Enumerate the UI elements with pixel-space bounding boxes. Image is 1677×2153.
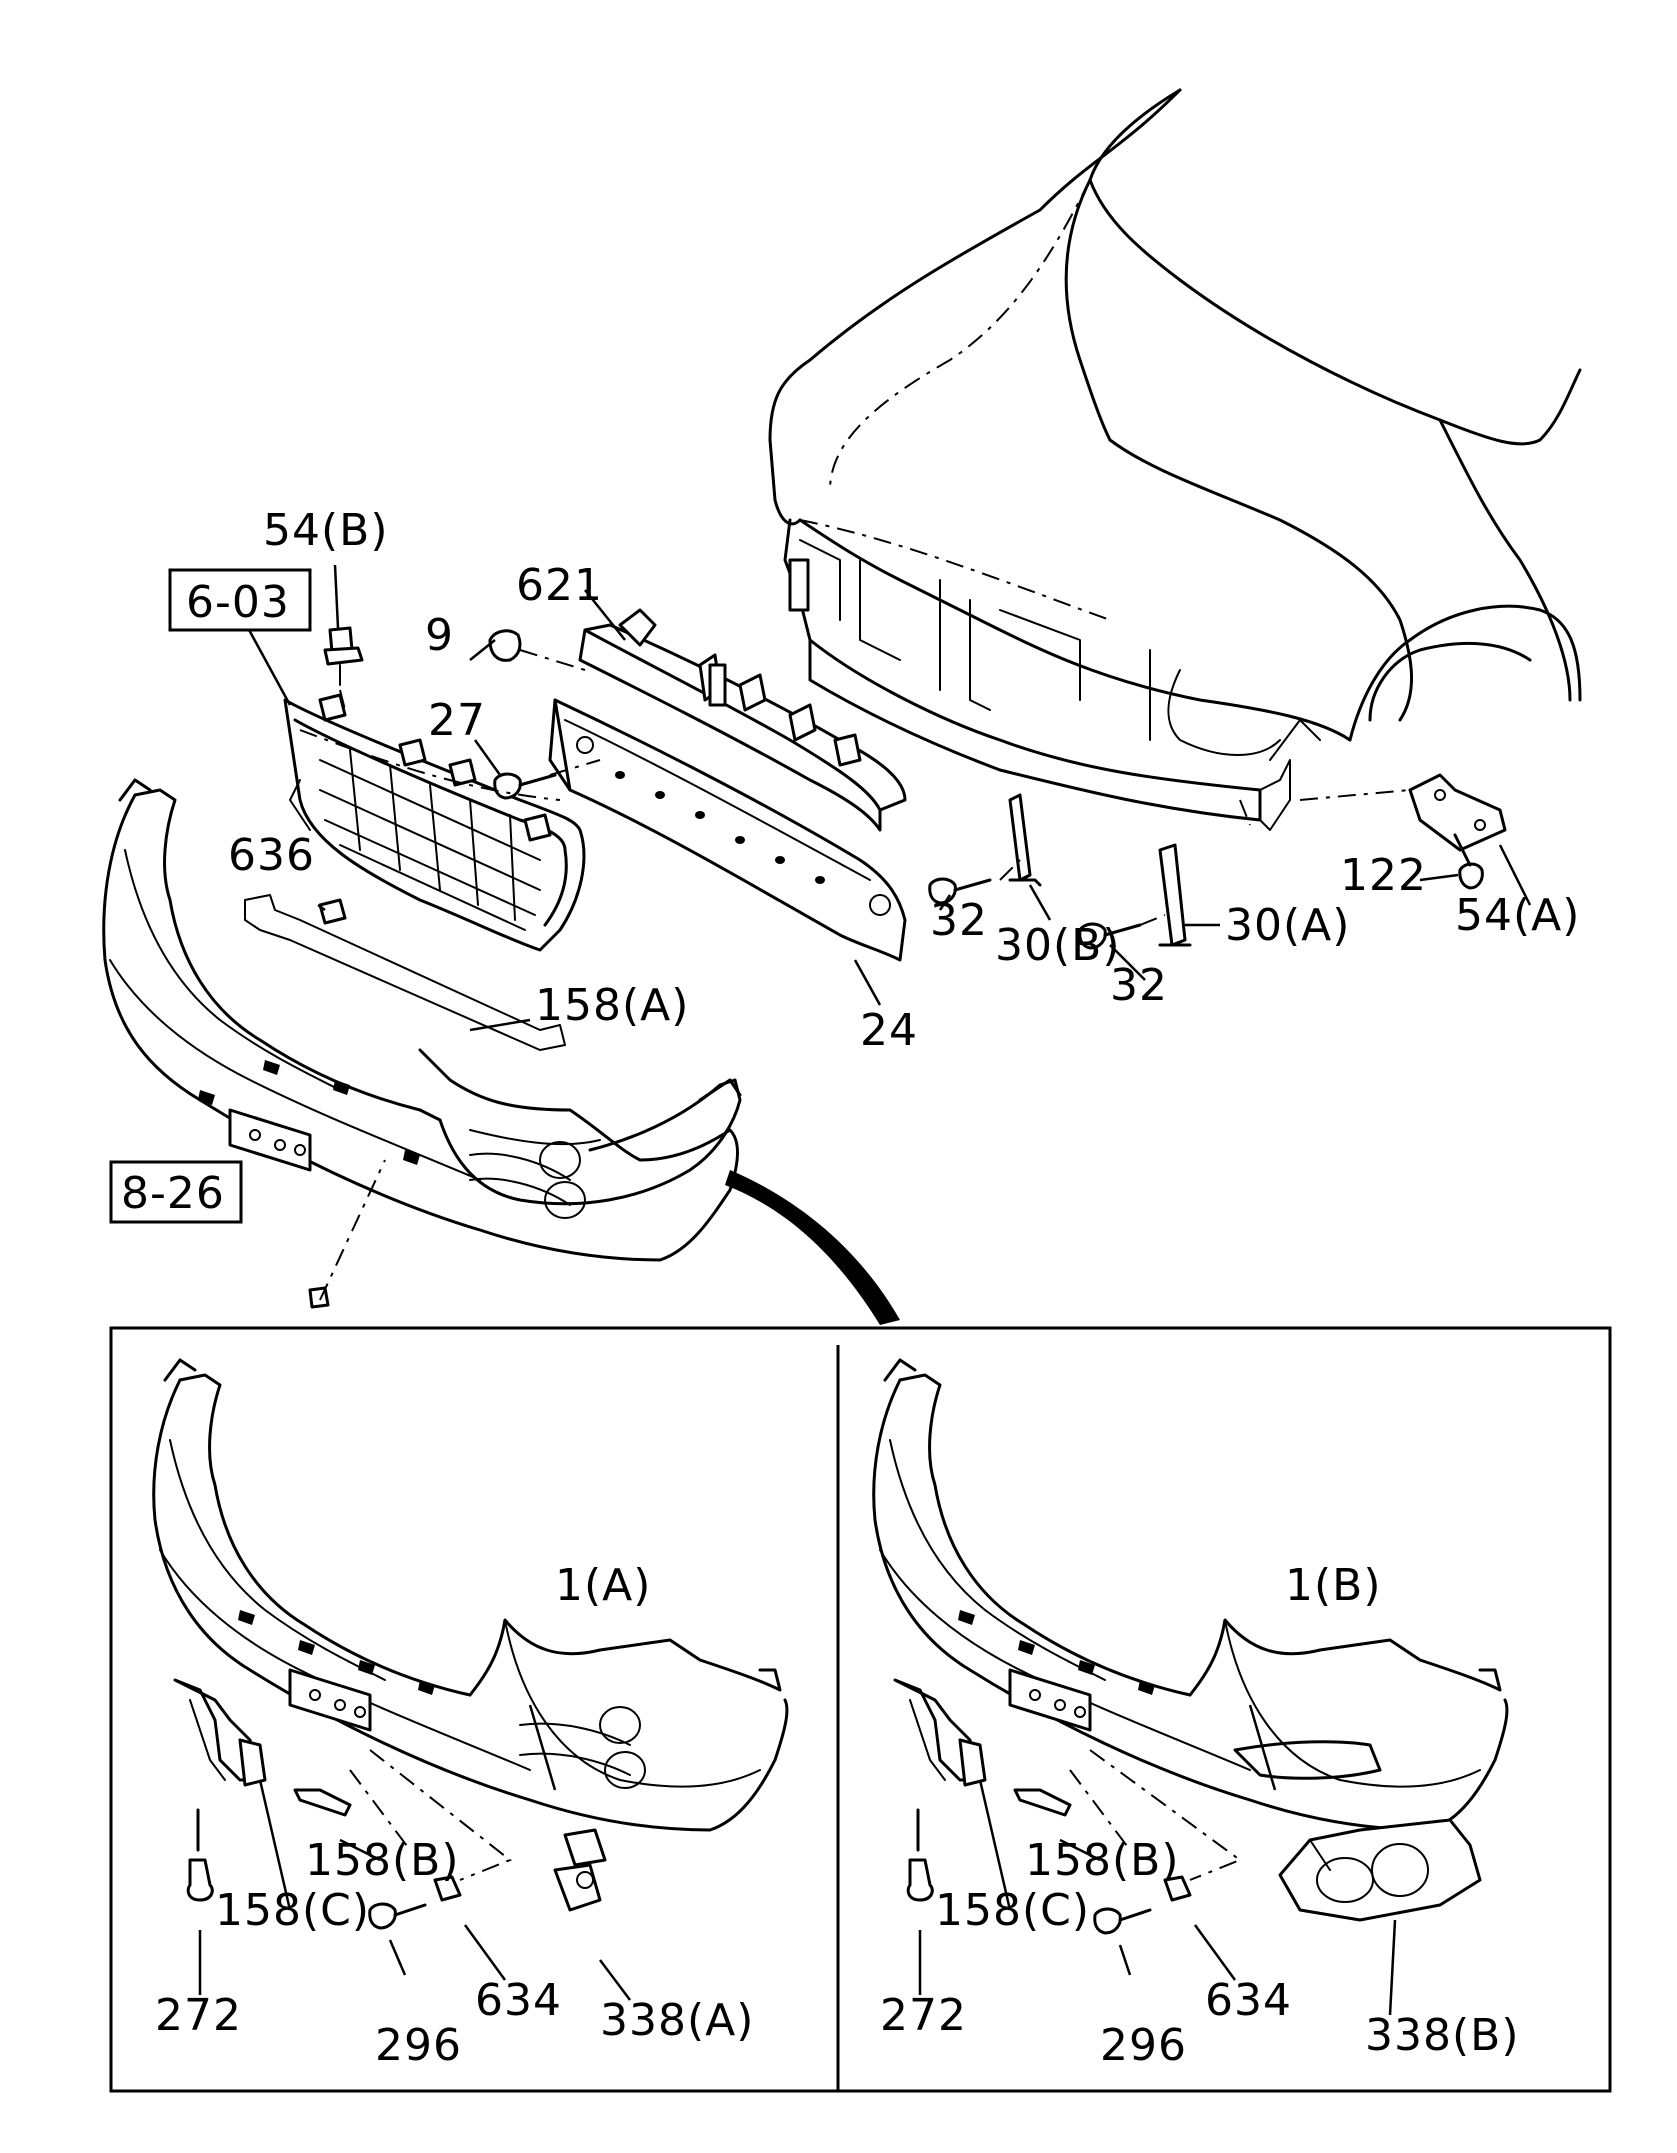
label-32-right: 32: [1110, 960, 1168, 1011]
label-296-right: 296: [1100, 2020, 1187, 2071]
callout-labels: 54(B) 6-03 621 9 27 636 158(A) 24 32 30(…: [121, 505, 1580, 2071]
leader-lines-upper: [246, 564, 1532, 1032]
label-158c-left: 158(C): [215, 1885, 370, 1936]
label-1b: 1(B): [1285, 1560, 1382, 1611]
left-panel-brackets: [173, 1678, 607, 1930]
label-9: 9: [425, 610, 454, 661]
label-122: 122: [1340, 850, 1427, 901]
label-158b-right: 158(B): [1025, 1835, 1180, 1886]
detail-arrow: [725, 1170, 900, 1325]
label-30b: 30(B): [995, 920, 1121, 971]
bumper-absorber: [578, 608, 907, 832]
vehicle-front-body: [768, 88, 1582, 831]
label-272-left: 272: [155, 1990, 242, 2041]
connector-lines-upper: [299, 649, 1411, 1301]
label-272-right: 272: [880, 1990, 967, 2041]
label-636: 636: [228, 830, 315, 881]
label-338b: 338(B): [1365, 2010, 1520, 2061]
ref-box-6-03: [168, 568, 312, 632]
label-158b-left: 158(B): [305, 1835, 460, 1886]
label-30a: 30(A): [1225, 900, 1350, 951]
bracket-158a: [244, 894, 566, 1051]
label-24: 24: [860, 1005, 918, 1056]
label-8-26: 8-26: [121, 1168, 225, 1219]
bumper-cover-1a: [152, 1358, 789, 1832]
right-panel-brackets: [893, 1678, 1482, 1935]
label-338a: 338(A): [600, 1995, 754, 2046]
bumper-beam: [548, 698, 907, 962]
label-54a: 54(A): [1455, 890, 1580, 941]
label-6-03: 6-03: [186, 577, 290, 628]
label-621: 621: [516, 560, 603, 611]
label-634-left: 634: [475, 1975, 562, 2026]
label-158a: 158(A): [535, 980, 689, 1031]
right-panel-lines: [918, 1704, 1397, 2016]
ref-box-8-26: [109, 1160, 243, 1224]
fasteners-upper: [308, 626, 1507, 1309]
label-634-right: 634: [1205, 1975, 1292, 2026]
label-54b: 54(B): [263, 505, 389, 556]
left-panel-lines: [198, 1704, 631, 2001]
label-27: 27: [428, 695, 486, 746]
bumper-cover-1b: [872, 1358, 1509, 1832]
label-158c-right: 158(C): [935, 1885, 1090, 1936]
bumper-cover-main: [102, 778, 742, 1262]
label-296-left: 296: [375, 2020, 462, 2071]
label-32-left: 32: [930, 895, 988, 946]
label-1a: 1(A): [555, 1560, 651, 1611]
brackets-30: [1008, 793, 1192, 947]
detail-inset-frame: [109, 1326, 1612, 2093]
